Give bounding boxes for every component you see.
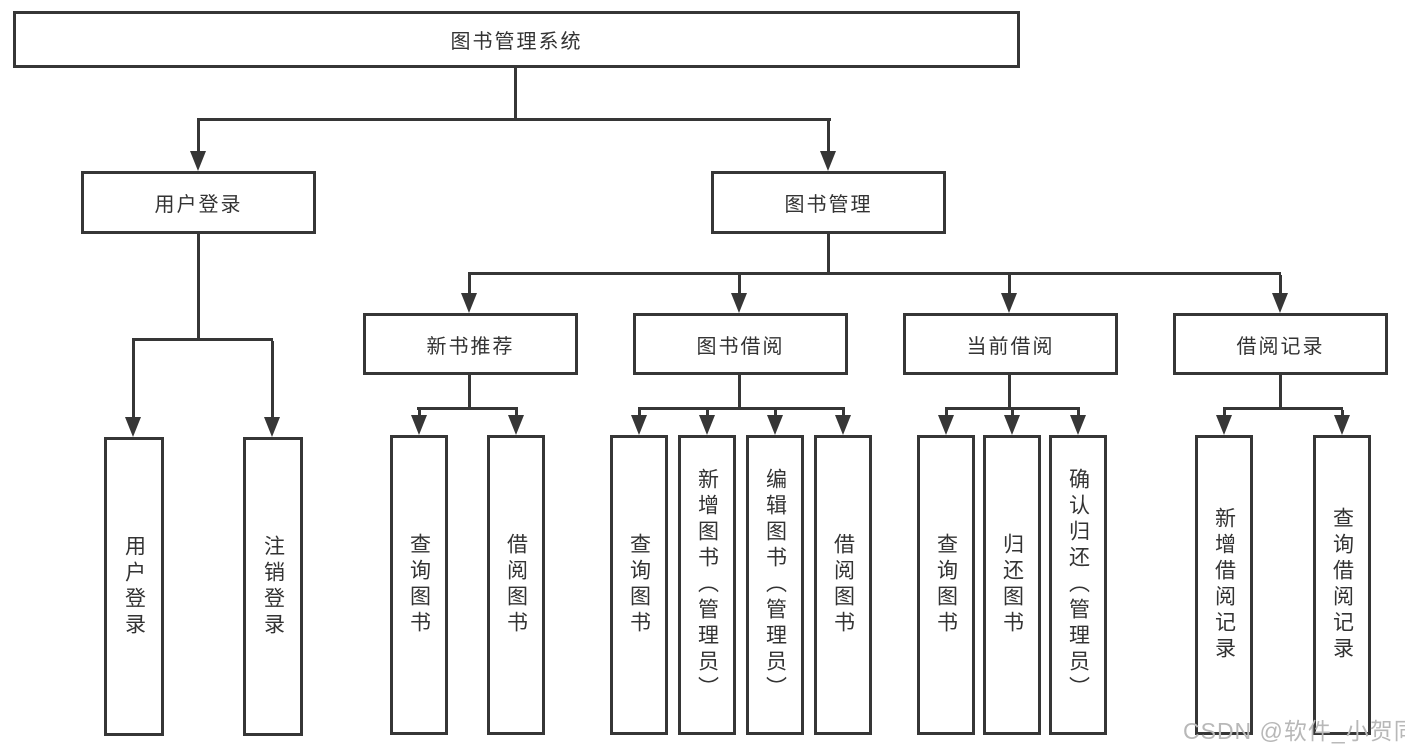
arrowhead-icon (835, 415, 851, 435)
arrowhead-icon (1070, 415, 1086, 435)
connector-arrow-stem (468, 275, 471, 296)
connector-mgmt-stem (827, 234, 830, 272)
connector-arrow-stem (197, 121, 200, 154)
node-borrow-records: 借阅记录 (1173, 313, 1388, 375)
connector-arrow-stem (774, 410, 777, 418)
connector-bookborrow-stem (738, 375, 741, 407)
connector-arrow-stem (738, 275, 741, 296)
node-new-books-label: 新书推荐 (426, 335, 515, 358)
arrowhead-icon (190, 151, 206, 171)
leaf-br-add-record-label: 新增借阅记录 (1212, 507, 1236, 663)
node-user-login: 用户登录 (81, 171, 316, 234)
leaf-user-login-label: 用户登录 (122, 534, 146, 639)
arrowhead-icon (731, 293, 747, 313)
connector-newbooks-stem (468, 375, 471, 407)
arrowhead-icon (411, 415, 427, 435)
connector-borrowrecords-stem (1279, 375, 1282, 407)
leaf-cb-query-books: 查询图书 (917, 435, 975, 735)
arrowhead-icon (938, 415, 954, 435)
connector-arrow-stem (1077, 410, 1080, 418)
leaf-cb-confirm-return: 确认归还（管理员） (1049, 435, 1107, 735)
connector-level2-rail (197, 118, 831, 121)
leaf-nb-query-books-label: 查询图书 (407, 533, 431, 637)
connector-login-stem (197, 234, 200, 338)
node-book-borrow-label: 图书借阅 (696, 335, 785, 358)
arrowhead-icon (699, 415, 715, 435)
connector-arrow-stem (706, 410, 709, 418)
connector-bookborrow-rail (638, 407, 845, 410)
arrowhead-icon (125, 417, 141, 437)
leaf-br-add-record: 新增借阅记录 (1195, 435, 1253, 735)
leaf-cb-confirm-return-label: 确认归还（管理员） (1066, 468, 1090, 702)
csdn-watermark: CSDN @软件_小贺同学 (1183, 718, 1405, 744)
node-root: 图书管理系统 (13, 11, 1020, 68)
arrowhead-icon (631, 415, 647, 435)
arrowhead-icon (767, 415, 783, 435)
connector-arrow-stem (827, 121, 830, 154)
connector-newbooks-rail (417, 407, 518, 410)
leaf-cb-query-books-label: 查询图书 (934, 533, 958, 637)
connector-level3-rail (468, 272, 1281, 275)
leaf-br-query-record: 查询借阅记录 (1313, 435, 1371, 735)
arrowhead-icon (1272, 293, 1288, 313)
arrowhead-icon (508, 415, 524, 435)
leaf-bb-edit-books-label: 编辑图书（管理员） (763, 468, 787, 702)
connector-arrow-stem (1279, 275, 1282, 296)
node-new-books: 新书推荐 (363, 313, 578, 375)
arrowhead-icon (1216, 415, 1232, 435)
connector-currentborrow-rail (945, 407, 1080, 410)
leaf-cb-return-books-label: 归还图书 (1000, 533, 1024, 637)
node-current-borrow: 当前借阅 (903, 313, 1118, 375)
connector-arrow-stem (945, 410, 948, 418)
connector-arrow-stem (1011, 410, 1014, 418)
leaf-bb-borrow-books: 借阅图书 (814, 435, 872, 735)
leaf-bb-add-books: 新增图书（管理员） (678, 435, 736, 735)
connector-root-stem (514, 68, 517, 120)
connector-arrow-stem (842, 410, 845, 418)
leaf-nb-borrow-books-label: 借阅图书 (504, 533, 528, 637)
leaf-br-query-record-label: 查询借阅记录 (1330, 507, 1354, 663)
leaf-bb-add-books-label: 新增图书（管理员） (695, 468, 719, 702)
connector-arrow-stem (1008, 275, 1011, 296)
arrowhead-icon (1334, 415, 1350, 435)
connector-arrow-stem (515, 410, 518, 418)
arrowhead-icon (820, 151, 836, 171)
arrowhead-icon (461, 293, 477, 313)
leaf-user-login: 用户登录 (104, 437, 164, 736)
node-book-mgmt-label: 图书管理 (784, 194, 873, 216)
connector-borrowrecords-rail (1223, 407, 1343, 410)
connector-login-rail (132, 338, 273, 341)
leaf-logout: 注销登录 (243, 437, 303, 736)
leaf-bb-query-books: 查询图书 (610, 435, 668, 735)
leaf-bb-borrow-books-label: 借阅图书 (831, 533, 855, 637)
connector-arrow-stem (271, 341, 274, 420)
arrowhead-icon (264, 417, 280, 437)
connector-arrow-stem (1223, 410, 1226, 418)
arrowhead-icon (1001, 293, 1017, 313)
node-root-label: 图书管理系统 (450, 31, 583, 53)
node-book-mgmt: 图书管理 (711, 171, 946, 234)
arrowhead-icon (1004, 415, 1020, 435)
connector-arrow-stem (132, 341, 135, 420)
leaf-nb-query-books: 查询图书 (390, 435, 448, 735)
leaf-logout-label: 注销登录 (261, 534, 285, 639)
connector-arrow-stem (1341, 410, 1344, 418)
leaf-cb-return-books: 归还图书 (983, 435, 1041, 735)
leaf-bb-query-books-label: 查询图书 (627, 533, 651, 637)
node-user-login-label: 用户登录 (154, 194, 243, 216)
node-book-borrow: 图书借阅 (633, 313, 848, 375)
connector-arrow-stem (418, 410, 421, 418)
node-current-borrow-label: 当前借阅 (966, 335, 1055, 358)
connector-currentborrow-stem (1008, 375, 1011, 407)
node-borrow-records-label: 借阅记录 (1236, 335, 1325, 358)
leaf-bb-edit-books: 编辑图书（管理员） (746, 435, 804, 735)
connector-arrow-stem (638, 410, 641, 418)
leaf-nb-borrow-books: 借阅图书 (487, 435, 545, 735)
